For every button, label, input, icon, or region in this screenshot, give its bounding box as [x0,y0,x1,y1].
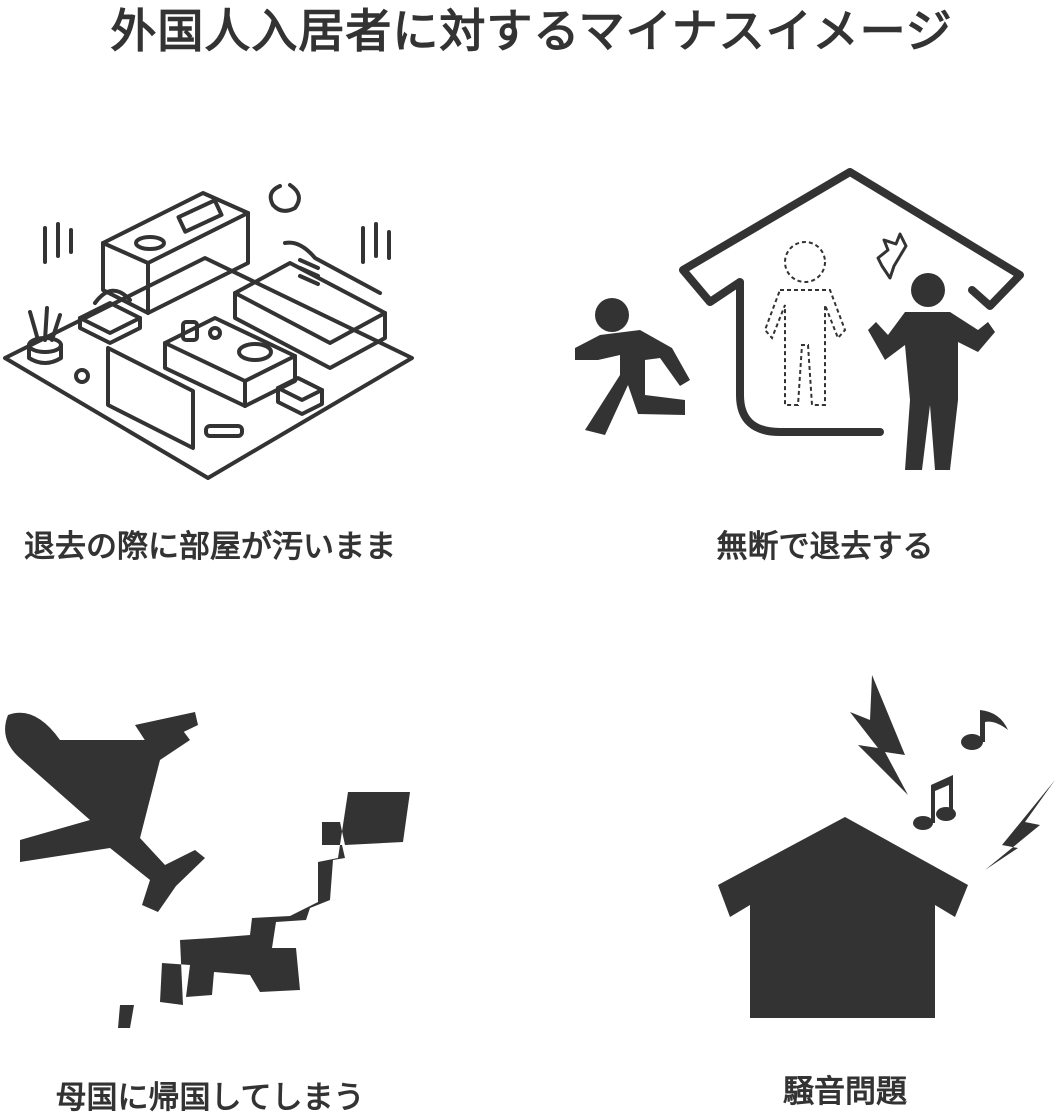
airplane-japan-icon [5,712,410,1028]
caption-noise-problem: 騒音問題 [783,1074,907,1110]
messy-room-icon [3,183,414,480]
caption-return-home: 母国に帰国してしまう [55,1080,365,1116]
caption-messy-room: 退去の際に部屋が汚いまま [24,529,396,565]
noisy-house-icon [718,675,1055,1018]
leaving-house-icon [575,168,1024,470]
caption-leave-without-notice: 無断で退去する [716,529,934,565]
page-title: 外国人入居者に対するマイナスイメージ [110,4,953,58]
